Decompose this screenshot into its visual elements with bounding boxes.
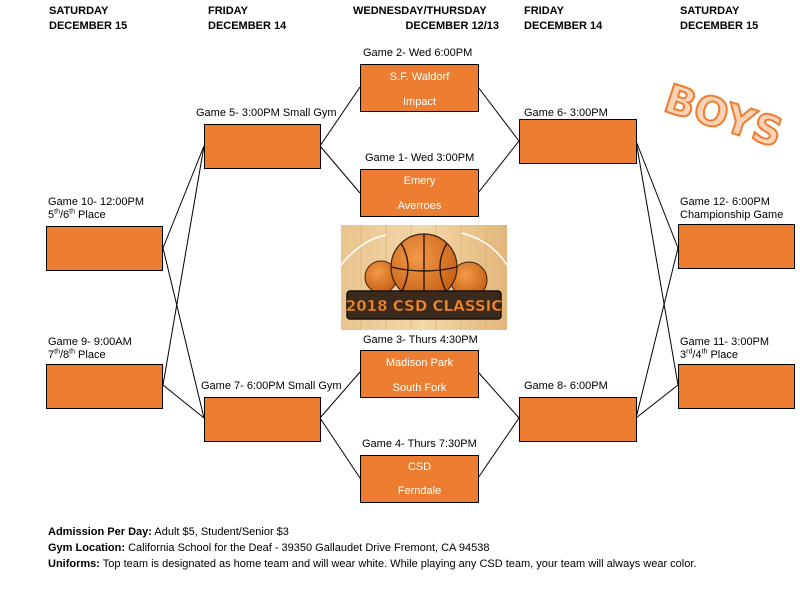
game-8-label: Game 8- 6:00PM <box>524 380 608 392</box>
team-bottom: Impact <box>402 96 436 108</box>
game-12-label: Game 12- 6:00PM Championship Game <box>680 196 783 222</box>
game-3-box: Madison Park South Fork <box>360 350 479 398</box>
game-4-label: Game 4- Thurs 7:30PM <box>362 438 477 450</box>
header-date: DECEMBER 15 <box>49 20 128 32</box>
game-title: Game 9- 9:00AM <box>48 336 132 348</box>
game-12-box <box>678 224 795 269</box>
game-5-box <box>204 124 321 169</box>
game-6-label: Game 6- 3:00PM <box>524 107 608 119</box>
footer-uniforms: Uniforms: Top team is designated as home… <box>48 558 697 570</box>
team-bottom: South Fork <box>392 382 447 394</box>
team-top: Emery <box>403 175 436 187</box>
header-col-3: WEDNESDAY/THURSDAY DECEMBER 12/13 <box>353 4 503 34</box>
game-1-label: Game 1- Wed 3:00PM <box>365 152 475 164</box>
game-2-box: S.F. Waldorf Impact <box>360 64 479 112</box>
place-text: 5th/6th Place <box>48 208 106 221</box>
game-11-box <box>678 364 795 409</box>
team-top: S.F. Waldorf <box>389 71 450 83</box>
footer-admission: Admission Per Day: Adult $5, Student/Sen… <box>48 526 289 538</box>
boys-text: BOYS <box>659 80 782 157</box>
header-col-2: FRIDAY DECEMBER 14 <box>208 4 286 34</box>
game-7-label: Game 7- 6:00PM Small Gym <box>201 380 342 392</box>
header-day: WEDNESDAY/THURSDAY <box>353 5 487 17</box>
logo-text: 2018 CSD CLASSIC <box>346 297 502 315</box>
boys-word-art: BOYS <box>652 75 789 175</box>
header-day: SATURDAY <box>680 5 740 17</box>
team-bottom: Averroes <box>397 200 442 212</box>
header-day: FRIDAY <box>208 5 248 17</box>
game-2-label: Game 2- Wed 6:00PM <box>363 47 473 59</box>
game-8-box <box>519 397 637 442</box>
place-text: 3rd/4th Place <box>680 348 738 361</box>
game-1-box: Emery Averroes <box>360 169 479 217</box>
boys-art-icon: BOYS <box>658 75 789 158</box>
game-10-box <box>46 226 163 271</box>
game-11-label: Game 11- 3:00PM 3rd/4th Place <box>680 336 769 362</box>
game-6-box <box>519 119 637 164</box>
header-date: DECEMBER 14 <box>208 20 287 32</box>
header-date: DECEMBER 14 <box>524 20 603 32</box>
game-5-label: Game 5- 3:00PM Small Gym <box>196 107 337 119</box>
tournament-logo: 2018 CSD CLASSIC <box>341 225 507 330</box>
game-title: Game 10- 12:00PM <box>48 196 144 208</box>
footer-location: Gym Location: California School for the … <box>48 542 490 554</box>
team-top: CSD <box>407 461 432 473</box>
header-col-4: FRIDAY DECEMBER 14 <box>524 4 602 34</box>
header-col-1: SATURDAY DECEMBER 15 <box>49 4 127 34</box>
header-day: SATURDAY <box>49 5 109 17</box>
game-4-box: CSD Ferndale <box>360 455 479 503</box>
place-text: 7th/8th Place <box>48 348 106 361</box>
game-3-label: Game 3- Thurs 4:30PM <box>363 334 478 346</box>
game-title: Game 11- 3:00PM <box>680 336 770 348</box>
team-bottom: Ferndale <box>397 485 442 497</box>
game-title: Game 12- 6:00PM <box>680 196 770 208</box>
header-date: DECEMBER 15 <box>680 20 759 32</box>
game-7-box <box>204 397 321 442</box>
header-date: DECEMBER 12/13 <box>405 20 499 32</box>
basketball-logo-icon: 2018 CSD CLASSIC <box>341 225 507 330</box>
game-10-label: Game 10- 12:00PM 5th/6th Place <box>48 196 144 222</box>
game-9-box <box>46 364 163 409</box>
game-subtitle: Championship Game <box>680 209 784 221</box>
header-col-5: SATURDAY DECEMBER 15 <box>680 4 758 34</box>
team-top: Madison Park <box>385 357 454 369</box>
header-day: FRIDAY <box>524 5 564 17</box>
game-9-label: Game 9- 9:00AM 7th/8th Place <box>48 336 132 362</box>
